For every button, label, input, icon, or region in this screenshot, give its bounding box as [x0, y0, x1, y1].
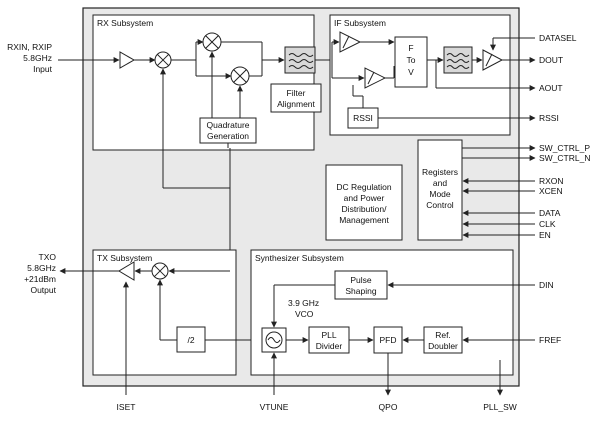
rx-subsystem-title: RX Subsystem: [97, 18, 153, 28]
synthesizer-subsystem-box: [250, 249, 514, 376]
registers-mode-control-block: [417, 139, 463, 241]
registers-label-1: Registers: [422, 167, 458, 177]
pll-divider-block: [308, 326, 350, 354]
power-amplifier-icon: [118, 261, 135, 281]
rx-mixer-1-icon: [154, 51, 172, 69]
f-to-v-label-2: To: [407, 55, 416, 65]
pin-pll-sw: PLL_SW: [483, 402, 517, 412]
vco-label-1: 3.9 GHz: [288, 298, 319, 308]
f-to-v-block: [394, 36, 428, 88]
rx-input-label-2: 5.8GHz: [23, 53, 52, 63]
pin-rssi: RSSI: [539, 113, 559, 123]
pin-iset: ISET: [117, 402, 136, 412]
if-subsystem-title: IF Subsystem: [334, 18, 386, 28]
data-filter-wave-icon: [446, 53, 470, 69]
divide-by-2-label: /2: [187, 335, 194, 345]
data-slicer-icon: [482, 49, 504, 71]
tx-output-label-4: Output: [30, 285, 56, 295]
f-to-v-label-3: V: [408, 67, 414, 77]
if-amp-2-icon: [364, 67, 387, 89]
dc-regulation-label-4: Management: [339, 215, 389, 225]
pin-sw-ctrl-p: SW_CTRL_P: [539, 143, 590, 153]
lna-amplifier-icon: [119, 51, 136, 69]
tx-output-label-2: 5.8GHz: [27, 263, 56, 273]
if-amp-1-icon: [339, 31, 362, 53]
pin-data: DATA: [539, 208, 561, 218]
pin-fref: FREF: [539, 335, 561, 345]
quadrature-generation-block: [199, 117, 257, 144]
filter-alignment-label-1: Filter: [287, 88, 306, 98]
pulse-shaping-label-2: Shaping: [345, 286, 376, 296]
pulse-shaping-block: [334, 270, 388, 300]
registers-label-4: Control: [426, 200, 454, 210]
pin-en: EN: [539, 230, 551, 240]
synthesizer-subsystem-title: Synthesizer Subsystem: [255, 253, 344, 263]
registers-label-3: Mode: [429, 189, 451, 199]
rx-mixer-i-icon: [202, 32, 222, 52]
quadrature-label-1: Quadrature: [207, 120, 250, 130]
rssi-block-label: RSSI: [353, 113, 373, 123]
pin-sw-ctrl-n: SW_CTRL_N: [539, 153, 590, 163]
pin-qpo: QPO: [379, 402, 398, 412]
pin-dout: DOUT: [539, 55, 563, 65]
pfd-label: PFD: [380, 335, 397, 345]
pin-vtune: VTUNE: [260, 402, 289, 412]
tx-output-label-3: +21dBm: [24, 274, 56, 284]
filter-alignment-block: [270, 83, 322, 113]
filter-alignment-label-2: Alignment: [277, 99, 315, 109]
tx-mixer-icon: [151, 262, 169, 280]
dc-regulation-label-2: and Power: [344, 193, 385, 203]
pll-divider-label-1: PLL: [321, 330, 336, 340]
pin-aout: AOUT: [539, 83, 563, 93]
tx-output-label-1: TXO: [39, 252, 57, 262]
ref-doubler-label-1: Ref.: [435, 330, 451, 340]
tx-subsystem-title: TX Subsystem: [97, 253, 152, 263]
divide-by-2-block: [176, 326, 206, 353]
quadrature-label-2: Generation: [207, 131, 249, 141]
rx-input-label-1: RXIN, RXIP: [7, 42, 52, 52]
vco-oscillator-icon: [265, 331, 283, 349]
dc-regulation-label-1: DC Regulation: [336, 182, 392, 192]
dc-regulation-block: [325, 164, 403, 241]
dc-regulation-label-3: Distribution/: [342, 204, 388, 214]
pin-din: DIN: [539, 280, 554, 290]
registers-label-2: and: [433, 178, 447, 188]
filter-wave-icon: [288, 53, 314, 69]
pin-clk: CLK: [539, 219, 556, 229]
rx-input-label-3: Input: [33, 64, 53, 74]
ref-doubler-label-2: Doubler: [428, 341, 458, 351]
pin-rxon: RXON: [539, 176, 564, 186]
f-to-v-label-1: F: [408, 43, 413, 53]
pll-divider-label-2: Divider: [316, 341, 343, 351]
vco-label-2: VCO: [295, 309, 314, 319]
pulse-shaping-label-1: Pulse: [350, 275, 372, 285]
rx-mixer-q-icon: [230, 66, 250, 86]
pin-datasel: DATASEL: [539, 33, 577, 43]
pin-xcen: XCEN: [539, 186, 563, 196]
